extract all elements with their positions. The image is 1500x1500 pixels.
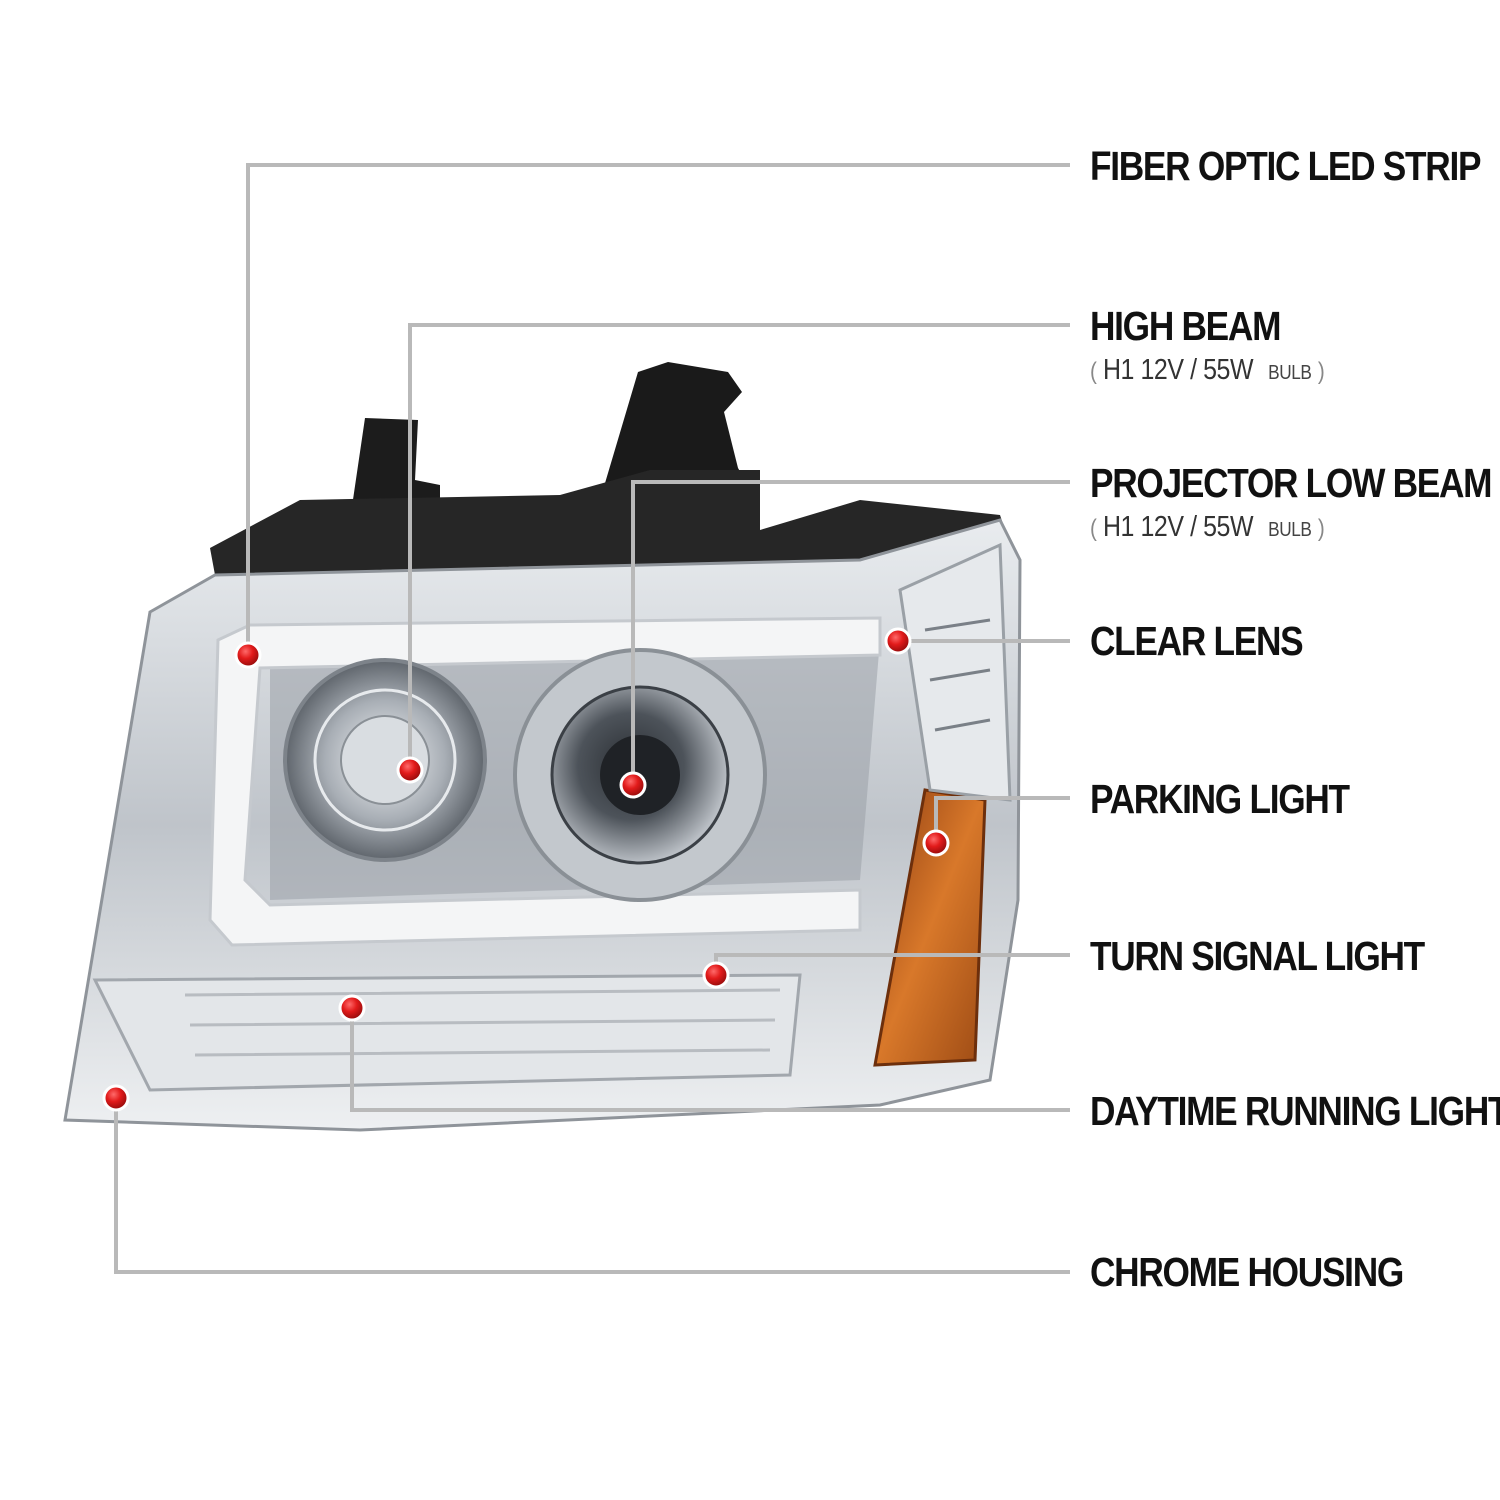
leader-high-beam	[408, 323, 1070, 770]
marker-chrome-housing	[102, 1084, 130, 1112]
label-fiber-optic-led-strip: FIBER OPTIC LED STRIP	[1090, 143, 1481, 189]
spec-open-paren: (	[1090, 515, 1097, 542]
spec-rating: 12V / 55W	[1140, 354, 1254, 386]
leader-daytime-running-light	[350, 1008, 1070, 1112]
label-daytime-running-light: DAYTIME RUNNING LIGHT	[1090, 1088, 1500, 1134]
lower-lens-section	[92, 973, 802, 1092]
spec-high-beam: ( H1 12V / 55W BULB )	[1090, 354, 1325, 386]
led-light-bar	[208, 616, 882, 947]
label-clear-lens: CLEAR LENS	[1090, 618, 1304, 664]
spec-projector-low-beam: ( H1 12V / 55W BULB )	[1090, 511, 1325, 543]
spec-bulb-type: H1	[1102, 354, 1134, 386]
leader-parking-light	[934, 796, 1070, 843]
marker-fiber-optic-led-strip	[234, 641, 262, 669]
label-projector-low-beam: PROJECTOR LOW BEAM	[1090, 460, 1493, 506]
marker-high-beam	[396, 756, 424, 784]
label-turn-signal-light: TURN SIGNAL LIGHT	[1090, 933, 1425, 979]
spec-close-paren: )	[1317, 358, 1325, 385]
leader-chrome-housing	[114, 1098, 1070, 1274]
leader-projector-low-beam	[631, 480, 1070, 785]
callout-markers	[102, 627, 950, 1112]
marker-daytime-running-light	[338, 994, 366, 1022]
marker-clear-lens	[884, 627, 912, 655]
marker-turn-signal-light	[702, 961, 730, 989]
label-high-beam: HIGH BEAM	[1090, 303, 1281, 349]
mounting-tab-right	[600, 362, 745, 500]
spec-rating: 12V / 55W	[1140, 511, 1254, 543]
spec-bulb-word: BULB	[1268, 519, 1312, 541]
label-parking-light: PARKING LIGHT	[1090, 776, 1350, 822]
spec-open-paren: (	[1090, 358, 1097, 385]
spec-bulb-word: BULB	[1268, 362, 1312, 384]
spec-bulb-type: H1	[1102, 511, 1134, 543]
spec-close-paren: )	[1317, 515, 1325, 542]
marker-parking-light	[922, 829, 950, 857]
leader-lines	[114, 163, 1070, 1274]
marker-projector-low-beam	[619, 771, 647, 799]
leader-fiber-optic-led-strip	[246, 163, 1070, 655]
label-chrome-housing: CHROME HOUSING	[1090, 1249, 1404, 1295]
